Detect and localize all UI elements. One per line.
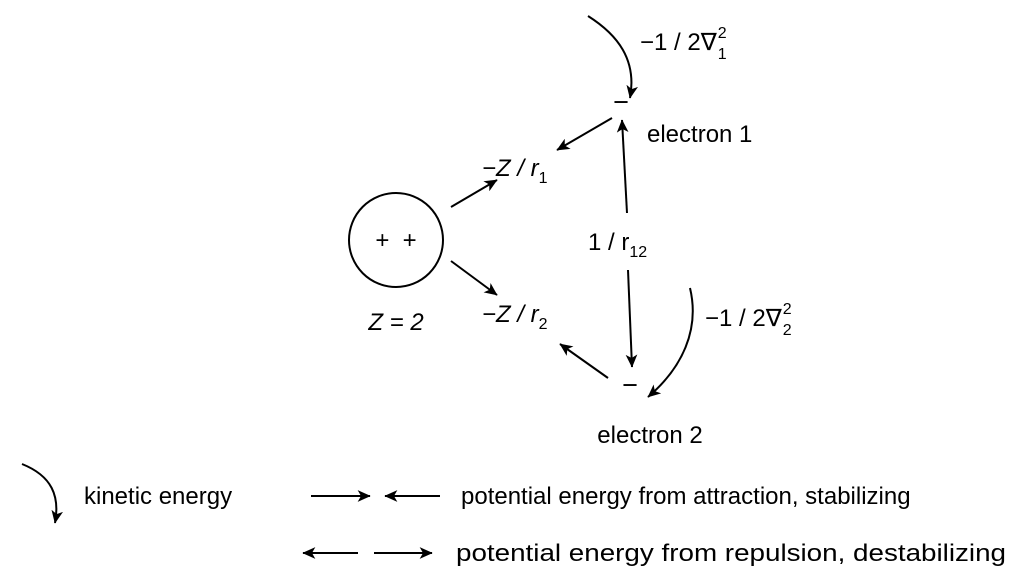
legend-kinetic-arrow	[21, 463, 63, 524]
repulsion-arrow-up	[616, 119, 629, 214]
attraction-arrow-electron1-to-r1	[556, 117, 613, 151]
attraction-arrow-nucleus-to-r1	[450, 179, 498, 208]
nucleus-charges: + +	[375, 227, 416, 254]
repulsion-term: 1 / r12	[588, 229, 647, 261]
nucleus-circle	[348, 192, 444, 288]
nucleus-charge-label: Z = 2	[367, 309, 423, 336]
electron-2-symbol: −	[622, 370, 638, 400]
attraction-term-2: −Z / r2	[482, 301, 548, 333]
legend: kinetic energy potential energy from att…	[21, 463, 1006, 567]
electron-1-label: electron 1	[647, 121, 752, 148]
electron-2-label: electron 2	[597, 422, 702, 449]
attraction-arrow-electron2-to-r2	[559, 343, 609, 379]
electron-1-symbol: −	[613, 87, 629, 117]
electron-2-kinetic-arrow	[647, 287, 694, 398]
electron-1-kinetic-arrow	[587, 15, 638, 99]
legend-repulsion-label: potential energy from repulsion, destabi…	[456, 540, 1006, 567]
legend-attraction-label: potential energy from attraction, stabil…	[461, 483, 911, 510]
attraction-arrow-nucleus-to-r2	[450, 260, 498, 296]
nucleus: + + Z = 2	[348, 192, 444, 336]
attraction-term-1: −Z / r1	[482, 155, 548, 187]
legend-kinetic-label: kinetic energy	[84, 483, 232, 510]
repulsion-arrow-down	[625, 269, 638, 368]
